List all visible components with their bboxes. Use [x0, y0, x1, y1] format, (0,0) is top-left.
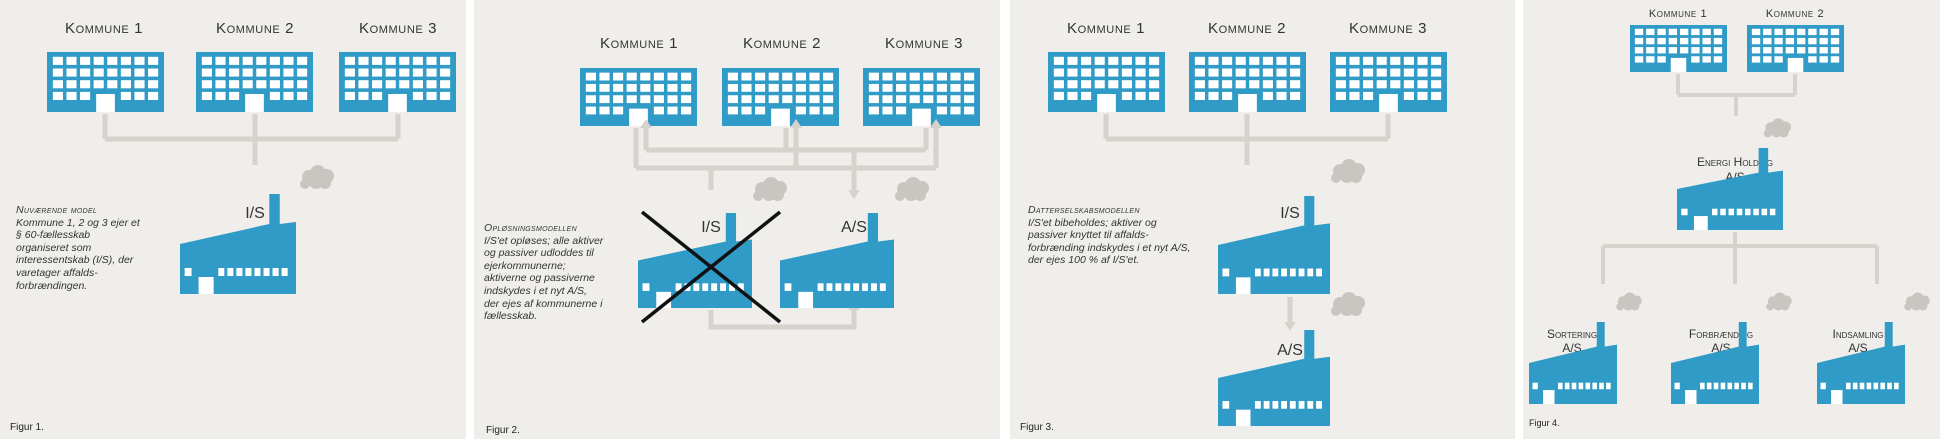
figure-3-number: Figur 3.: [1020, 422, 1054, 433]
kommune-3-label: Kommune 3: [1349, 20, 1427, 37]
kommune-1-building-icon: [580, 68, 697, 126]
factory-indsamling-icon: [1817, 322, 1905, 404]
figure-3-panel: Kommune 1 Kommune 2 Kommune 3 I/S A/S Da…: [1010, 0, 1515, 439]
ownership-connector: [1103, 114, 1391, 322]
figure-2-number: Figur 2.: [486, 425, 520, 436]
kommune-1-label: Kommune 1: [65, 20, 143, 37]
factory-forbraending-icon: [1671, 322, 1759, 404]
factory-holding-icon: [1677, 148, 1783, 230]
caption-body: I/S'et opløses; alle aktiver og passiver…: [484, 234, 604, 323]
caption-body: I/S'et bibeholdes; aktiver og passiver k…: [1028, 216, 1191, 267]
kommune-2-label: Kommune 2: [216, 20, 294, 37]
ownership-connector: [102, 114, 401, 165]
figure-4-diagram: Kommune 1 Kommune 2 Energi Holding A/S S…: [1529, 8, 1930, 404]
kommune-3-label: Kommune 3: [359, 20, 437, 37]
caption-body: Kommune 1, 2 og 3 ejer et § 60-fællesska…: [16, 216, 140, 292]
kommune-3-building-icon: [863, 68, 980, 126]
factory-as-icon: [1218, 330, 1330, 426]
kommune-2-label: Kommune 2: [1208, 20, 1286, 37]
kommune-2-building-icon: [196, 52, 313, 112]
figure-2-caption: Opløsningsmodellen I/S'et opløses; alle …: [484, 222, 604, 323]
kommune-1-label: Kommune 1: [1067, 20, 1145, 37]
forbraending-label: Forbrænding: [1689, 327, 1753, 341]
caption-heading: Opløsningsmodellen: [484, 222, 577, 234]
company-is-label: I/S: [245, 205, 265, 222]
sortering-label: Sortering: [1547, 327, 1597, 341]
smoke-icon: [895, 177, 929, 201]
smoke-icon: [1763, 118, 1791, 138]
company-as-label: A/S: [841, 219, 867, 236]
indsamling-label: Indsamling: [1833, 327, 1884, 341]
kommune-2-building-icon: [722, 68, 839, 126]
asset-distribution-connectors: [633, 128, 939, 330]
kommune-1-label: Kommune 1: [600, 35, 678, 52]
smoke-icon: [1766, 292, 1792, 311]
subsidiary-arrowhead: [1284, 322, 1296, 331]
figure-1-diagram: Kommune 1 Kommune 2 Kommune 3 I/S: [47, 20, 456, 294]
figure-1-number: Figur 1.: [10, 422, 44, 433]
kommune-3-building-icon: [339, 52, 456, 112]
kommune-1-label: Kommune 1: [1649, 8, 1707, 20]
caption-heading: Nuværende model: [16, 204, 98, 216]
factory-as-icon: [780, 213, 894, 308]
factory-sortering-icon: [1529, 322, 1617, 404]
figure-4-number: Figur 4.: [1529, 418, 1560, 428]
kommune-2-label: Kommune 2: [743, 35, 821, 52]
kommune-3-label: Kommune 3: [885, 35, 963, 52]
figure-1-panel: Kommune 1 Kommune 2 Kommune 3 I/S Nuvære…: [0, 0, 466, 439]
company-as-label: A/S: [1277, 342, 1303, 359]
smoke-icon: [1616, 292, 1642, 311]
company-is-label: I/S: [1280, 205, 1300, 222]
indsamling-as-label: A/S: [1848, 341, 1867, 355]
kommune-1-building-icon: [1048, 52, 1165, 112]
figure-1-caption: Nuværende model Kommune 1, 2 og 3 ejer e…: [16, 204, 141, 292]
kommune-2-label: Kommune 2: [1766, 8, 1824, 20]
figure-3-caption: Datterselskabsmodellen I/S'et bibeholdes…: [1028, 204, 1193, 267]
ownership-connector: [1601, 74, 1879, 284]
smoke-icon: [1331, 159, 1365, 183]
smoke-icon: [1904, 292, 1930, 311]
smoke-icon: [300, 165, 334, 189]
kommune-1-building-icon: [1630, 25, 1727, 72]
factory-is-icon: [180, 194, 296, 294]
kommune-1-building-icon: [47, 52, 164, 112]
kommune-2-building-icon: [1747, 25, 1844, 72]
kommune-3-building-icon: [1330, 52, 1447, 112]
caption-heading: Datterselskabsmodellen: [1028, 204, 1140, 216]
figure-2-panel: Kommune 1 Kommune 2 Kommune 3 I/S A/S: [474, 0, 1000, 439]
figure-4-panel: Kommune 1 Kommune 2 Energi Holding A/S S…: [1523, 0, 1940, 439]
figure-2-diagram: Kommune 1 Kommune 2 Kommune 3 I/S A/S: [580, 35, 980, 330]
kommune-2-building-icon: [1189, 52, 1306, 112]
company-is-label: I/S: [701, 219, 721, 236]
holding-name-label: Energi Holding: [1697, 155, 1773, 169]
smoke-icon: [1331, 292, 1365, 316]
dissolved-cross-icon: [640, 210, 782, 324]
figure-3-diagram: Kommune 1 Kommune 2 Kommune 3 I/S A/S: [1048, 20, 1447, 426]
factory-is-icon: [638, 213, 752, 308]
smoke-icon: [753, 177, 787, 201]
factory-is-icon: [1218, 196, 1330, 294]
